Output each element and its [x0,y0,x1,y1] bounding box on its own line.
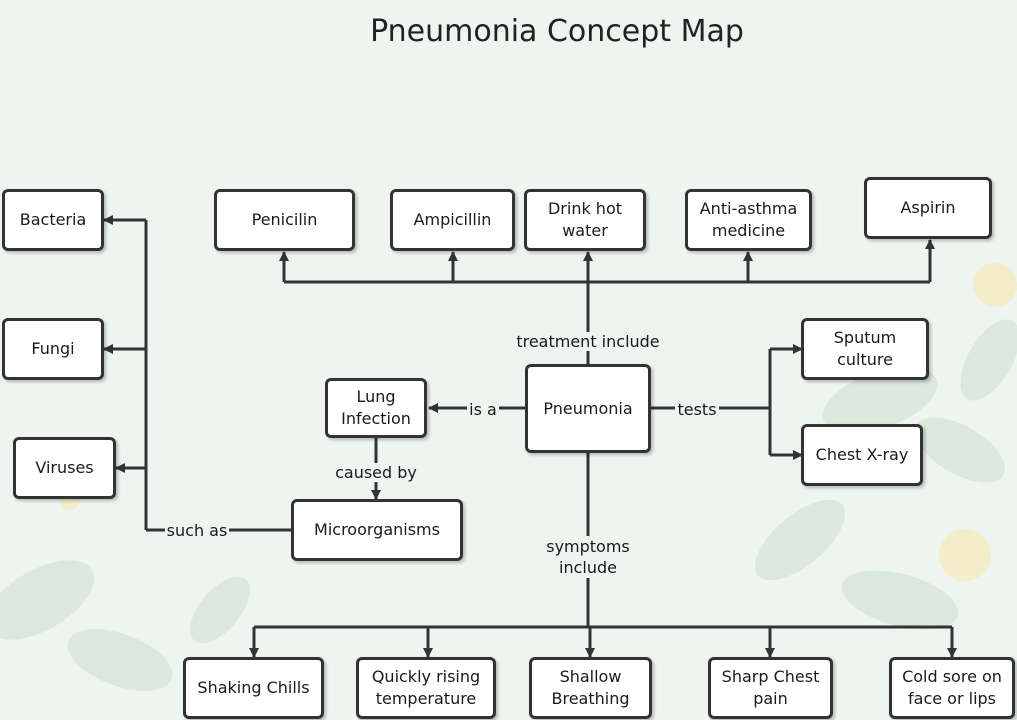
node-cold-sore[interactable]: Cold sore on face or lips [889,657,1015,719]
node-microorganisms[interactable]: Microorganisms [291,499,463,561]
label-such-as: such as [164,521,230,540]
node-sharp-chest-pain[interactable]: Sharp Chest pain [708,657,833,719]
label-treatment-include: treatment include [514,332,662,351]
page-title: Pneumonia Concept Map [370,14,744,49]
node-pneumonia[interactable]: Pneumonia [525,364,651,453]
node-shallow-breathing[interactable]: Shallow Breathing [529,657,652,719]
label-tests: tests [675,400,719,419]
node-penicilin[interactable]: Penicilin [214,189,355,251]
node-chest-xray[interactable]: Chest X-ray [801,424,923,486]
node-aspirin[interactable]: Aspirin [864,177,992,239]
node-shaking-chills[interactable]: Shaking Chills [183,657,324,719]
node-sputum-culture[interactable]: Sputum culture [801,318,929,380]
node-bacteria[interactable]: Bacteria [2,189,104,251]
label-caused-by: caused by [333,463,419,482]
node-lung-infection[interactable]: Lung Infection [325,378,427,438]
label-is-a: is a [467,400,499,419]
node-anti-asthma-medicine[interactable]: Anti-asthma medicine [685,189,812,251]
node-ampicillin[interactable]: Ampicillin [390,189,515,251]
node-quickly-rising-temperature[interactable]: Quickly rising temperature [356,657,496,719]
node-drink-hot-water[interactable]: Drink hot water [524,189,646,251]
node-viruses[interactable]: Viruses [13,437,116,499]
label-symptoms-include: symptoms include [533,536,643,578]
node-fungi[interactable]: Fungi [2,318,104,380]
